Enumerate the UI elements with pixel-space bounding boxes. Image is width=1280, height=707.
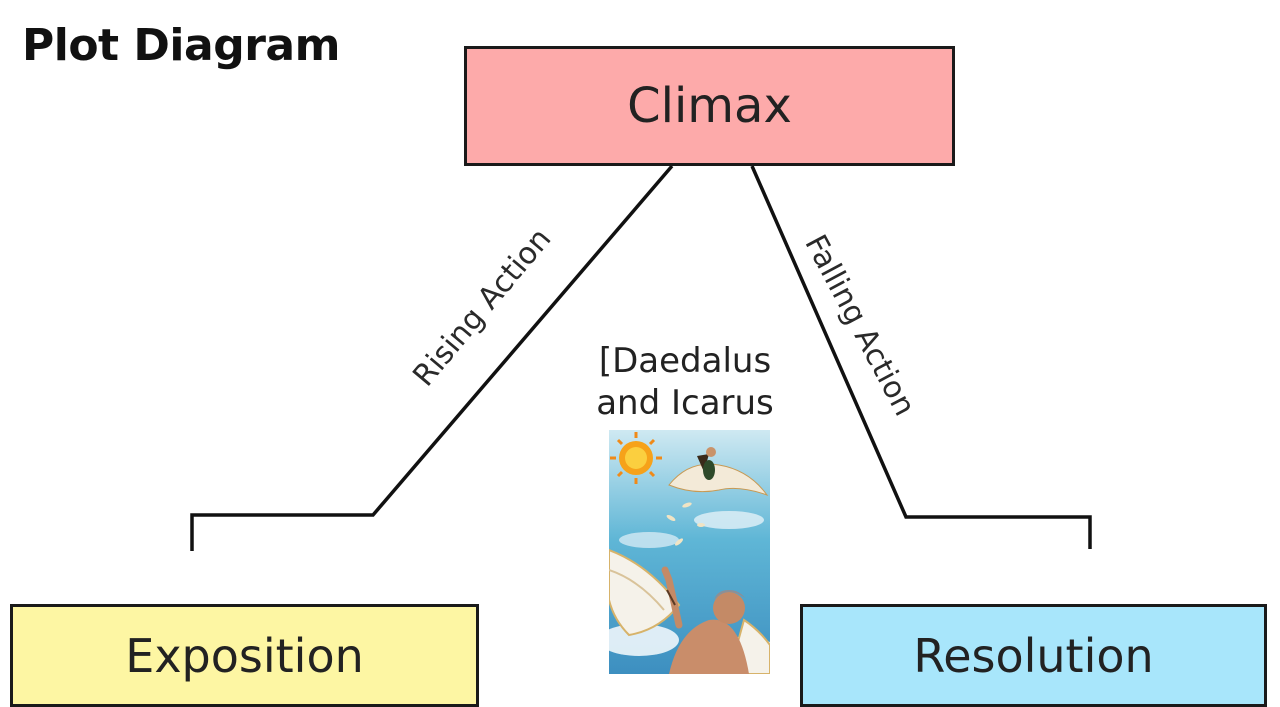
resolution-box: Resolution xyxy=(800,604,1267,707)
exposition-box: Exposition xyxy=(10,604,479,707)
climax-label: Climax xyxy=(627,78,792,134)
story-caption: [Daedalus and Icarus xyxy=(560,340,810,424)
story-caption-line2: and Icarus xyxy=(596,383,774,423)
climax-box: Climax xyxy=(464,46,955,166)
story-caption-line1: [Daedalus xyxy=(598,341,772,381)
sun-icon xyxy=(610,432,662,484)
daedalus-icarus-illustration xyxy=(609,430,770,674)
falling-action-line xyxy=(750,165,1092,549)
rising-action-line xyxy=(190,164,674,551)
resolution-label: Resolution xyxy=(913,628,1154,683)
illustration-art xyxy=(609,430,770,674)
exposition-label: Exposition xyxy=(125,628,364,683)
page-title: Plot Diagram xyxy=(22,20,340,71)
